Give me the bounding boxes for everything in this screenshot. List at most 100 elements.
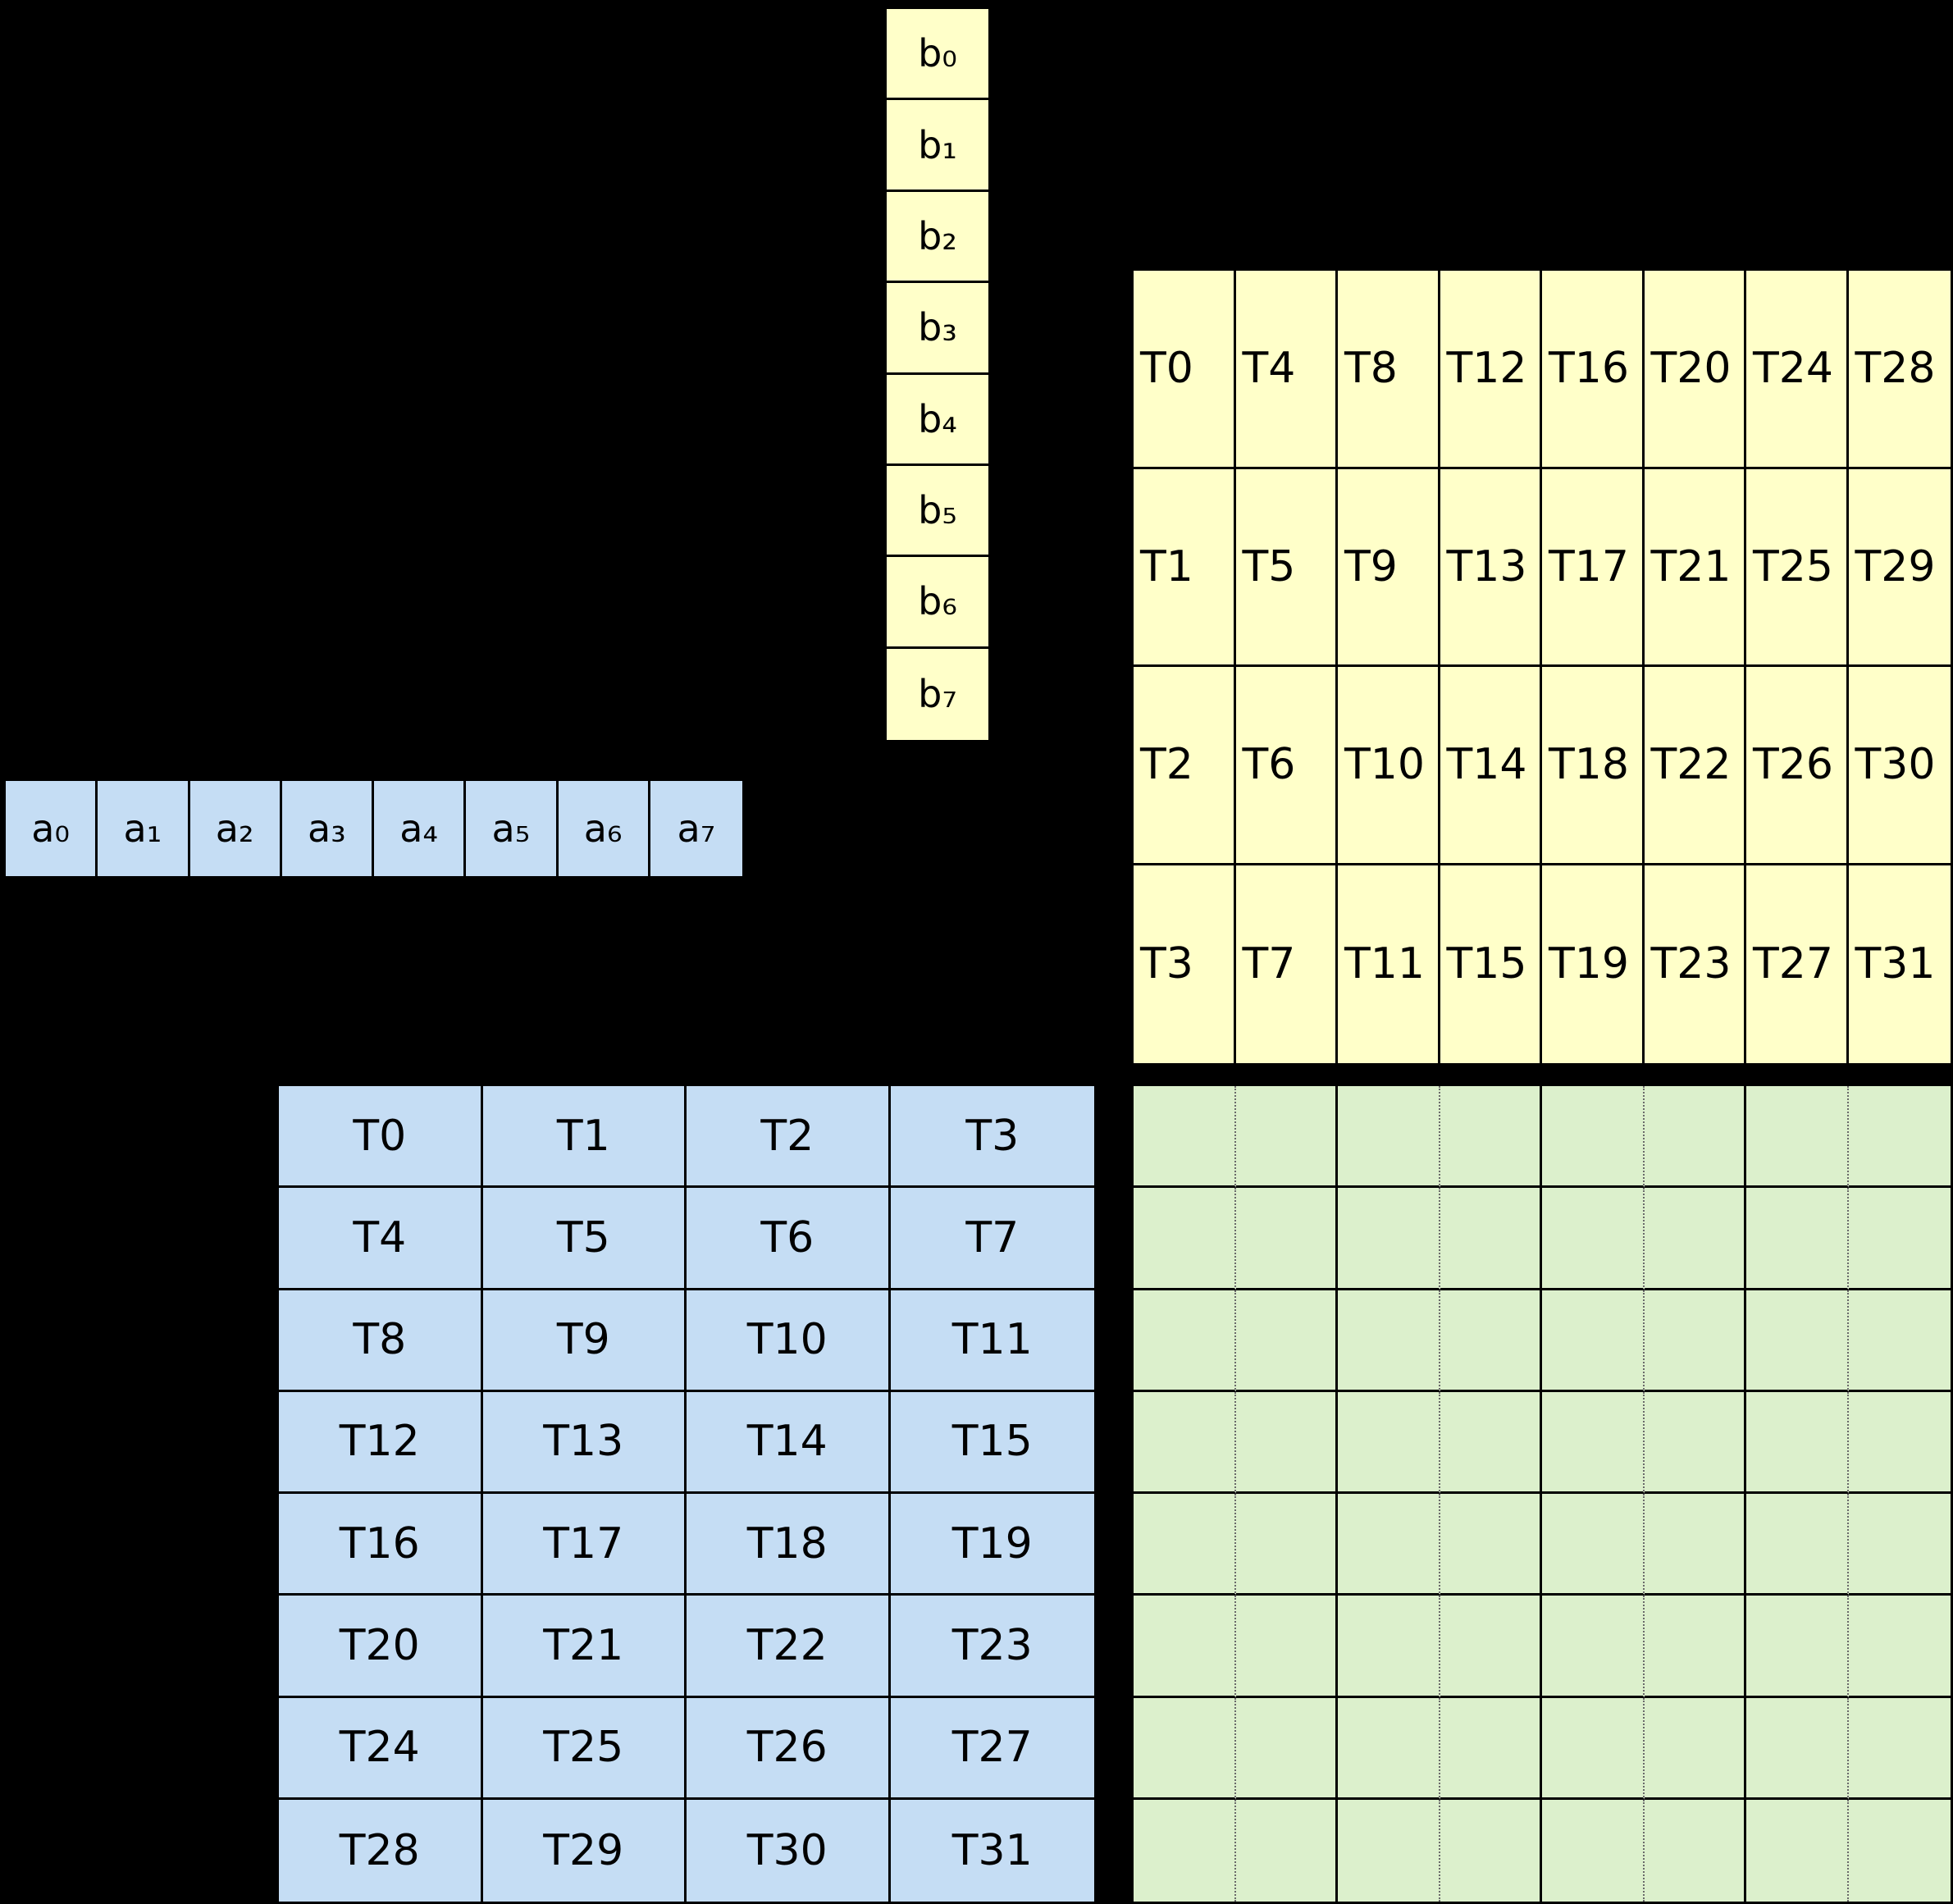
thread-cell-b: T3 [1134,865,1236,1063]
result-cell [1746,1290,1849,1392]
result-cell [1134,1494,1236,1596]
thread-cell-b: T8 [1338,271,1440,469]
result-cell [1644,1086,1746,1189]
thread-cell-a: T28 [279,1799,483,1902]
result-cell [1542,1697,1645,1800]
result-cell [1235,1596,1338,1698]
thread-cell-a: T18 [687,1494,891,1596]
thread-cell-b: T4 [1235,271,1338,469]
a-element: a₆ [559,781,650,876]
result-cell [1440,1188,1542,1290]
thread-cell-b: T26 [1746,667,1849,865]
result-cell [1338,1188,1440,1290]
thread-cell-b: T29 [1848,469,1951,667]
result-cell [1236,1799,1338,1902]
result-cell [1644,1391,1746,1494]
result-cell [1644,1596,1746,1698]
result-cell [1644,1188,1746,1290]
thread-cell-a: T27 [890,1698,1094,1800]
thread-cell-a: T24 [279,1697,483,1800]
thread-cell-a: T6 [687,1188,891,1290]
result-cell [1746,1188,1849,1290]
result-cell [1746,1391,1849,1494]
thread-cell-b: T20 [1644,271,1746,469]
a-element: a₇ [677,806,716,851]
thread-cell-a: T3 [890,1086,1094,1189]
thread-cell-a: T14 [687,1391,891,1494]
result-cell [1542,1799,1645,1902]
b-element: b₇ [918,672,957,717]
a-element: a₀ [6,781,98,876]
thread-cell-a: T26 [687,1697,891,1800]
thread-cell-a: T5 [482,1188,687,1290]
thread-cell-b: T12 [1440,271,1542,469]
result-cell [1338,1391,1440,1494]
thread-cell-b: T15 [1440,865,1542,1063]
result-cell [1848,1596,1951,1698]
thread-cell-b: T9 [1338,468,1440,667]
a-element: a₂ [190,781,282,876]
result-cell [1440,1494,1542,1596]
thread-cell-b: T31 [1855,939,1936,989]
result-cell [1338,1799,1440,1902]
thread-cell-a: T23 [890,1596,1094,1698]
thread-cell-b: T17 [1542,468,1645,667]
result-cell [1134,1697,1236,1800]
thread-cell-a: T16 [279,1494,483,1596]
result-cell [1440,1799,1542,1902]
b-element: b₀ [887,9,988,101]
thread-cell-b: T21 [1644,468,1746,667]
result-cell [1440,1391,1542,1494]
b-element: b₄ [887,375,988,466]
result-cell [1644,1697,1746,1800]
thread-cell-b: T27 [1746,865,1849,1063]
thread-cell-a: T10 [687,1290,891,1392]
a-element: a₅ [466,781,559,876]
thread-cell-b: T0 [1134,271,1236,469]
a-element: a₁ [98,781,190,876]
result-cell [1440,1086,1542,1189]
result-tile-grid [1131,1084,1953,1904]
thread-cell-a: T1 [482,1086,687,1189]
thread-cell-a: T4 [279,1188,483,1290]
thread-cell-b: T13 [1440,468,1542,667]
b-element: b₂ [887,192,988,284]
thread-cell-a: T22 [687,1596,891,1698]
thread-cell-b: T11 [1338,865,1440,1063]
result-cell [1542,1290,1645,1392]
result-cell [1542,1494,1645,1596]
result-cell [1134,1290,1236,1392]
thread-cell-a: T0 [279,1086,483,1189]
result-cell [1542,1188,1645,1290]
thread-cell-a: T29 [483,1799,687,1902]
thread-cell-a: T13 [482,1391,687,1494]
thread-cell-b: T10 [1338,667,1440,865]
thread-cell-a: T25 [482,1697,687,1800]
result-cell [1338,1086,1440,1189]
thread-cell-b: T23 [1645,865,1746,1063]
result-cell [1848,1290,1951,1392]
thread-cell-b: T22 [1644,667,1746,865]
result-cell [1235,1494,1338,1596]
thread-cell-a: T8 [279,1290,483,1392]
thread-cell-a: T9 [482,1290,687,1392]
result-cell [1235,1290,1338,1392]
result-cell [1746,1086,1849,1189]
result-cell [1338,1596,1440,1698]
result-cell [1440,1596,1542,1698]
result-cell [1134,1086,1236,1189]
thread-cell-b: T1 [1134,468,1236,667]
result-cell [1440,1290,1542,1392]
b-element: b₁ [887,100,988,192]
thread-cell-b: T14 [1440,667,1542,865]
result-cell [1746,1697,1849,1800]
thread-cell-b: T18 [1542,667,1645,865]
thread-cell-a: T17 [482,1494,687,1596]
result-cell [1338,1697,1440,1800]
thread-cell-a: T7 [890,1188,1094,1290]
thread-cell-a: T20 [279,1596,483,1698]
